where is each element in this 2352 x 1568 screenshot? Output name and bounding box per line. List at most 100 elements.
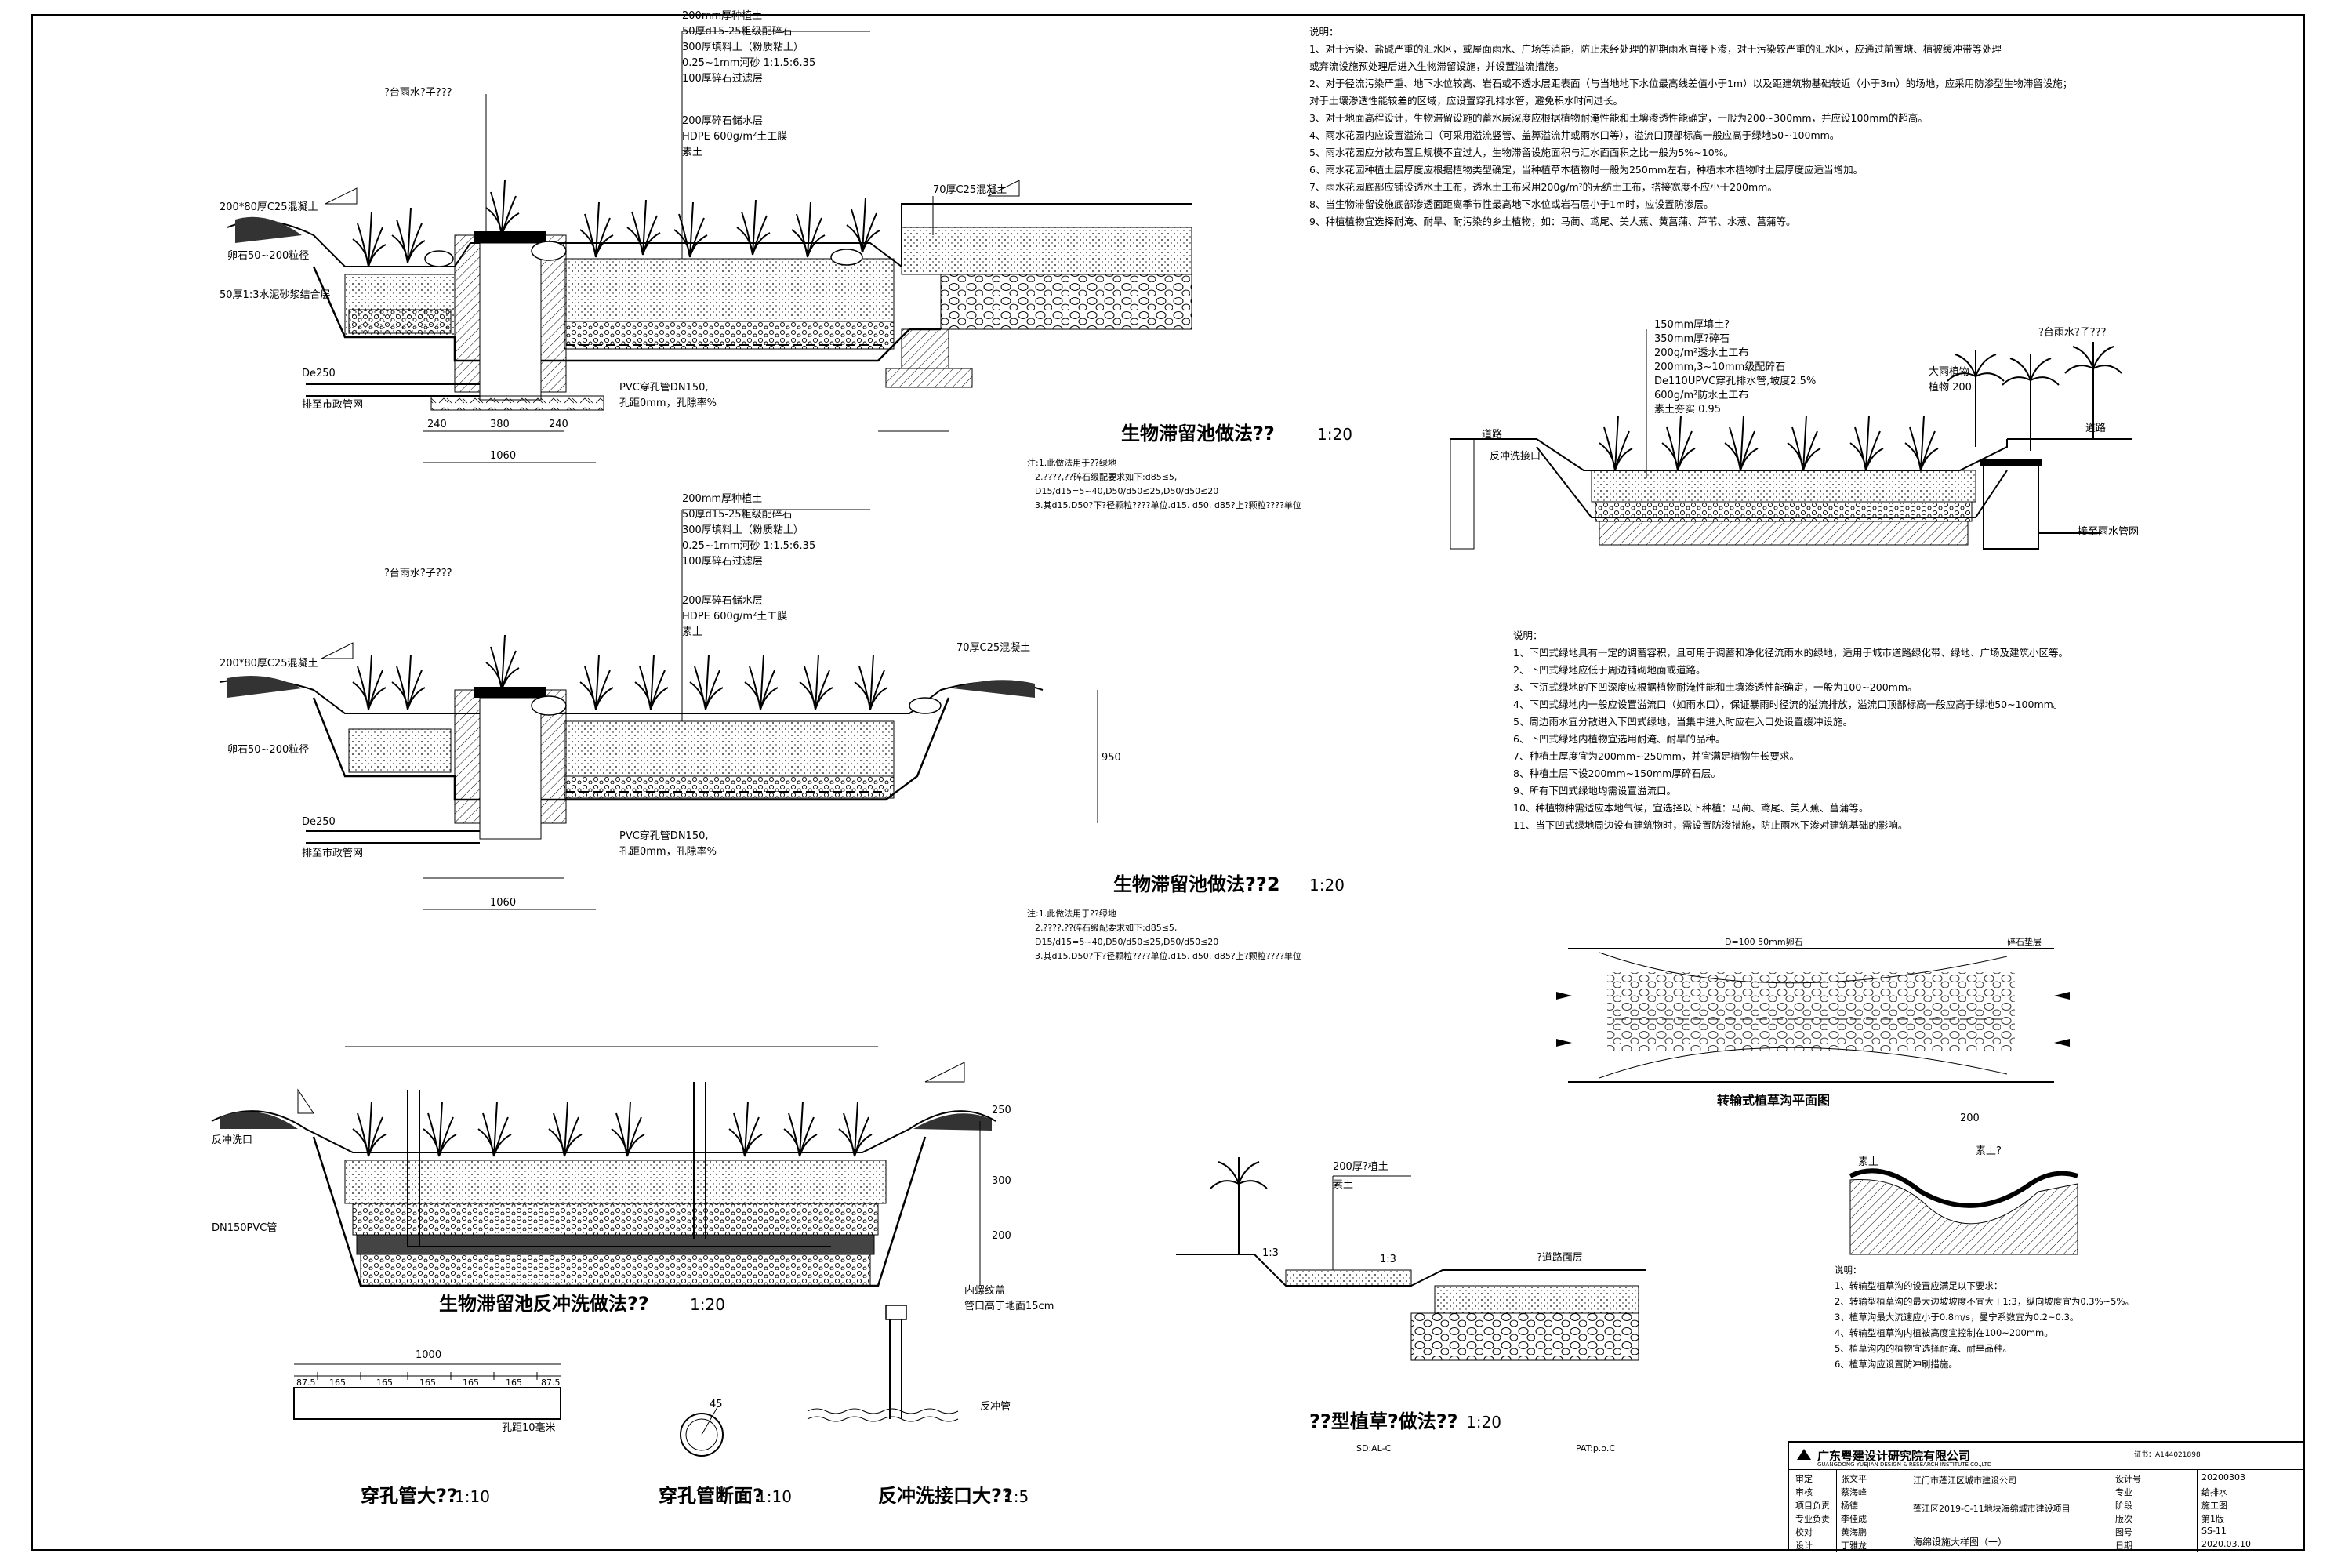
tb-meta-val: 2020.03.10 xyxy=(2201,1539,2251,1549)
company-en: GUANGDONG YUEJIAN DESIGN & RESEARCH INST… xyxy=(1817,1461,1992,1468)
label: 接至雨水管网 xyxy=(2078,526,2140,538)
label: 内螺纹盖 xyxy=(964,1285,1006,1297)
tb-role: 专业负责 xyxy=(1795,1514,1830,1524)
view-scale: 1:5 xyxy=(1004,1487,1029,1506)
side-label: 排至市政管网 xyxy=(302,848,364,859)
label: DN150PVC管 xyxy=(212,1222,278,1234)
company-logo-icon xyxy=(1797,1449,1811,1460)
side-label: 排至市政管网 xyxy=(302,399,364,411)
layer-label: 50厚d15-25粗级配碎石 xyxy=(682,26,793,38)
dim: 950 xyxy=(1102,752,1121,764)
tb-meta-key: 阶段 xyxy=(2115,1501,2132,1511)
dim: 380 xyxy=(490,419,510,430)
label: De110UPVC穿孔排水管,坡度2.5% xyxy=(1654,376,1817,387)
tb-role: 审核 xyxy=(1795,1487,1813,1497)
bioretention-section-2 xyxy=(219,509,1098,910)
layer-label: 200厚碎石储水层 xyxy=(682,115,763,127)
backflush-section xyxy=(211,1046,996,1287)
tb-person: 李佳成 xyxy=(1841,1514,1867,1524)
tb-meta-val: 20200303 xyxy=(2201,1472,2245,1483)
label: 大雨植物 xyxy=(1929,366,1970,378)
label: 600g/m²防水土工布 xyxy=(1654,390,1749,401)
layer-label: 100厚碎石过滤层 xyxy=(682,556,763,568)
side-label: PVC穿孔管DN150, xyxy=(619,830,709,842)
dim: 300 xyxy=(992,1175,1011,1187)
note-line: 3、对于地面高程设计，生物滞留设施的蓄水层深度应根据植物耐淹性能和土壤渗透性能确… xyxy=(1309,112,1928,124)
label: 素土? xyxy=(1976,1145,2002,1157)
note-line: 10、种植物种需适应本地气候，宜选择以下种植：马蔺、鸢尾、美人蕉、菖蒲等。 xyxy=(1513,802,1869,814)
notes-heading: 说明： xyxy=(1513,630,1543,641)
note-line: 8、当生物滞留设施底部渗透面距离季节性最高地下水位或岩石层小于1m时，应设置防渗… xyxy=(1309,198,1714,210)
layer-label: HDPE 600g/m²土工膜 xyxy=(682,131,788,143)
note-line: 3、植草沟最大流速应小于0.8m/s，曼宁系数宜为0.2~0.3。 xyxy=(1835,1312,2079,1323)
side-label: 70厚C25混凝土 xyxy=(933,184,1007,196)
layer-label: 素土 xyxy=(682,147,703,158)
notes-mid: 说明： 1、下凹式绿地具有一定的调蓄容积，且可用于调蓄和净化径流雨水的绿地，适用… xyxy=(1513,627,2068,834)
dim: 1060 xyxy=(490,897,517,909)
label: 150mm厚填土? xyxy=(1654,319,1730,331)
note-line: 4、下凹式绿地内一般应设置溢流口（如雨水口），保证暴雨时径流的溢流排放，溢流口顶… xyxy=(1513,699,2063,710)
label: ?台雨水?子??? xyxy=(2038,327,2107,339)
tb-role: 项目负责 xyxy=(1795,1501,1830,1511)
note-line: 11、当下凹式绿地周边设有建筑物时，需设置防渗措施，防止雨水下渗对建筑基础的影响… xyxy=(1513,819,1908,831)
side-label: PVC穿孔管DN150, xyxy=(619,382,709,394)
tb-meta-key: 日期 xyxy=(2115,1541,2132,1551)
label: 管口高于地面15cm xyxy=(964,1301,1054,1312)
layer-label: 0.25~1mm河砂 1:1.5:6.35 xyxy=(682,57,816,69)
note-line: 2、对于径流污染严重、地下水位较高、岩石或不透水层距表面（与当地地下水位最高线差… xyxy=(1309,78,2073,89)
bioretention-section-1 xyxy=(227,31,1192,463)
company-name: 广东粤建设计研究院有限公司 xyxy=(1817,1449,1971,1463)
tb-meta-key: 版次 xyxy=(2115,1514,2132,1524)
note-line: 6、雨水花园种植土层厚度应根据植物类型确定，当种植草本植物时一般为250mm左右… xyxy=(1309,164,1864,176)
layer-label: 300厚填料土（粉质粘土） xyxy=(682,524,804,536)
tb-project: 江门市蓬江区城市建设公司 xyxy=(1913,1475,2016,1486)
dim: 87.5 xyxy=(296,1377,316,1388)
label: 素土夯实 0.95 xyxy=(1654,404,1722,416)
backflush-interface-detail xyxy=(807,1305,959,1422)
side-label: De250 xyxy=(302,368,336,379)
side-label: 孔距0mm，孔隙率% xyxy=(619,397,717,409)
note-line: 7、雨水花园底部应铺设透水土工布，透水土工布采用200g/m²的无纺土工布，搭接… xyxy=(1309,181,1777,193)
side-label: 50厚1:3水泥砂浆结合层 xyxy=(220,289,331,301)
side-label: ?台雨水?子??? xyxy=(384,87,452,99)
view-title: 生物滞留池反冲洗做法?? xyxy=(439,1293,649,1315)
dim: 240 xyxy=(427,419,447,430)
tb-person: 杨德 xyxy=(1841,1501,1858,1511)
dim: 200 xyxy=(992,1230,1011,1242)
notes-heading: 说明： xyxy=(1309,26,1339,38)
perforated-pipe-detail xyxy=(293,1363,561,1420)
footer-code: SD:AL-C xyxy=(1356,1443,1392,1454)
view-scale: 1:10 xyxy=(757,1487,792,1506)
dim: 165 xyxy=(329,1377,346,1388)
note-line: 7、种植土厚度宜为200mm~250mm，并宜满足植物生长要求。 xyxy=(1513,750,1799,762)
note-line: 4、转输型植草沟内植被高度宜控制在100~200mm。 xyxy=(1835,1327,2053,1338)
label: 反冲洗口 xyxy=(212,1134,253,1146)
view-title: 生物滞留池做法?? xyxy=(1121,423,1275,445)
label: 道路 xyxy=(2085,423,2107,434)
note-line: 5、雨水花园应分散布置且规模不宜过大，生物滞留设施面积与汇水面面积之比一般为5%… xyxy=(1309,147,1734,158)
pipe-cross-section xyxy=(680,1406,724,1457)
side-label: 卵石50~200粒径 xyxy=(227,250,310,262)
side-label: 孔距0mm，孔隙率% xyxy=(619,846,717,858)
label: 孔距10毫米 xyxy=(502,1422,556,1434)
title-block: 广东粤建设计研究院有限公司 GUANGDONG YUEJIAN DESIGN &… xyxy=(1788,1441,2305,1552)
tb-person: 黄海鹏 xyxy=(1841,1527,1867,1537)
label: 200 xyxy=(1960,1112,1980,1124)
layer-label: 50厚d15-25粗级配碎石 xyxy=(682,509,793,521)
dim: 1000 xyxy=(416,1349,442,1361)
section-note: 3.其d15.D50?下?径颗粒????单位.d15. d50. d85?上?颗… xyxy=(1035,951,1301,961)
section-note: 注:1.此做法用于??绿地 xyxy=(1027,909,1116,919)
note-line: 1、下凹式绿地具有一定的调蓄容积，且可用于调蓄和净化径流雨水的绿地，适用于城市道… xyxy=(1513,647,2068,659)
tb-meta-key: 专业 xyxy=(2115,1487,2132,1497)
tb-meta-val: 施工图 xyxy=(2201,1501,2227,1511)
layer-label: 200厚碎石储水层 xyxy=(682,595,763,607)
note-line: 1、对于污染、盐碱严重的汇水区，或屋面雨水、广场等消能，防止未经处理的初期雨水直… xyxy=(1309,43,2002,55)
tb-person: 丁雅龙 xyxy=(1841,1541,1867,1551)
tb-role: 审定 xyxy=(1795,1474,1813,1484)
side-label: ?台雨水?子??? xyxy=(384,568,452,579)
grass-swale-section xyxy=(1176,1156,1646,1361)
label: 200mm,3~10mm级配碎石 xyxy=(1654,361,1786,373)
tb-meta-val: 给排水 xyxy=(2201,1487,2227,1497)
section-note: 2.????,??碎石级配要求如下:d85≤5, xyxy=(1035,923,1178,933)
tb-meta-key: 图号 xyxy=(2115,1527,2132,1537)
